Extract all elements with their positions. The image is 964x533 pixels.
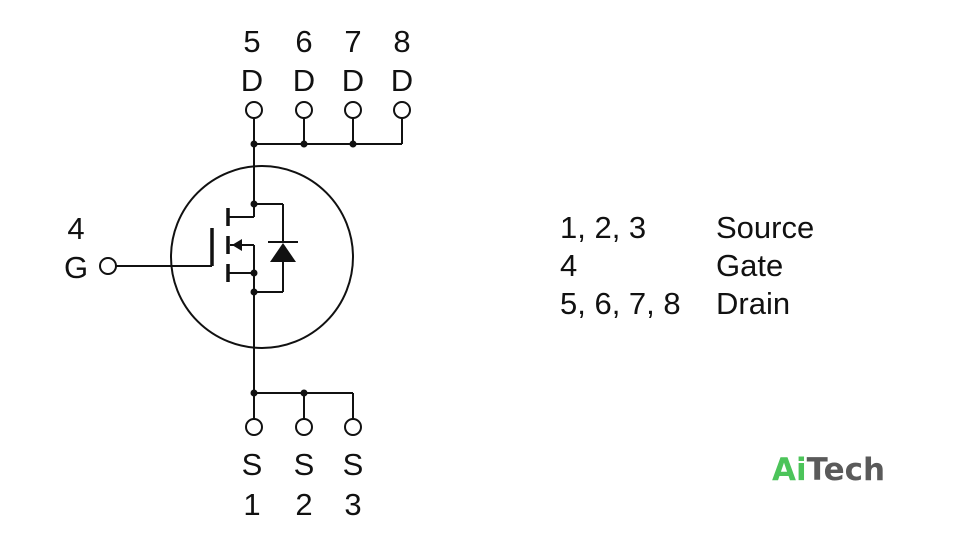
source-pin-number-3: 3 <box>344 487 361 522</box>
source-pin-number-2: 2 <box>295 487 312 522</box>
drain-pin-number-5: 5 <box>243 24 260 59</box>
aitech-logo: AiTech <box>772 452 885 488</box>
source-pin-letter-3: S <box>343 447 364 482</box>
drain-pin-letter-8: D <box>391 63 413 98</box>
source-pin-terminal-3 <box>344 418 362 436</box>
gate-pin-terminal <box>99 257 117 275</box>
legend-function-source: Source <box>716 210 814 245</box>
drain-pin-number-6: 6 <box>295 24 312 59</box>
legend-pins-source: 1, 2, 3 <box>560 210 646 245</box>
drain-pin-letter-6: D <box>293 63 315 98</box>
legend-function-drain: Drain <box>716 286 790 321</box>
pin-legend: 1, 2, 3 Source 4 Gate 5, 6, 7, 8 Drain <box>560 210 814 321</box>
drain-pin-terminal-8 <box>393 101 411 119</box>
drain-pin-number-8: 8 <box>393 24 410 59</box>
drain-pin-number-7: 7 <box>344 24 361 59</box>
source-bus-wiring <box>250 292 354 419</box>
drain-pin-letter-7: D <box>342 63 364 98</box>
gate-pin-number: 4 <box>67 211 84 246</box>
legend-pins-drain: 5, 6, 7, 8 <box>560 286 681 321</box>
legend-function-gate: Gate <box>716 248 783 283</box>
package-outline <box>170 165 354 349</box>
drain-pin-terminal-7 <box>344 101 362 119</box>
source-pin-letter-1: S <box>242 447 263 482</box>
drain-pin-terminal-5 <box>245 101 263 119</box>
gate-pin-letter: G <box>64 250 88 285</box>
mosfet-symbol <box>210 196 298 296</box>
logo-text-ai: Ai <box>772 452 807 488</box>
drain-bus-wiring <box>250 118 403 196</box>
source-pin-terminal-2 <box>295 418 313 436</box>
drain-pin-letter-5: D <box>241 63 263 98</box>
source-pin-terminal-1 <box>245 418 263 436</box>
drain-pin-terminal-6 <box>295 101 313 119</box>
source-pin-number-1: 1 <box>243 487 260 522</box>
legend-pins-gate: 4 <box>560 248 577 283</box>
source-pin-letter-2: S <box>294 447 315 482</box>
logo-text-tech: Tech <box>806 452 886 488</box>
